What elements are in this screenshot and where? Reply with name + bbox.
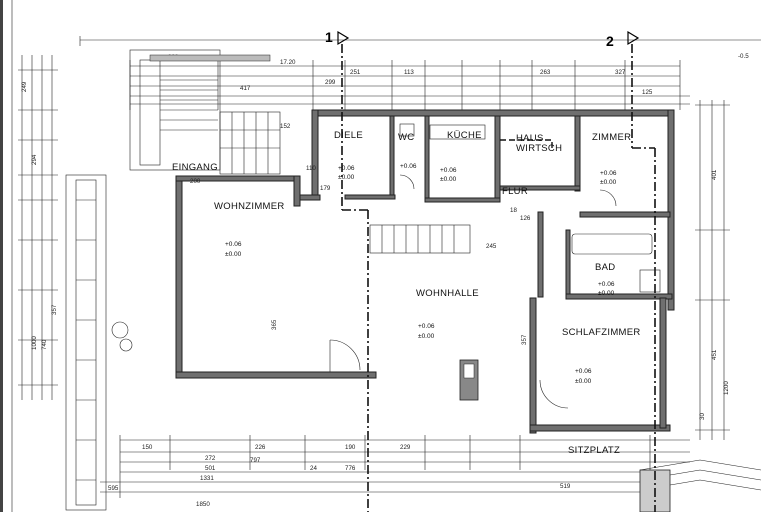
dim-l4: 740 <box>41 339 48 350</box>
dim-bottom-total: 1850 <box>196 501 210 508</box>
kitchen-counter <box>500 139 553 150</box>
level-schlaf: +0.06 <box>575 368 592 375</box>
dim-l1: 357 <box>51 304 58 315</box>
dim-b4: 1331 <box>200 475 214 482</box>
room-zimmer: ZIMMER <box>592 132 631 143</box>
level-kueche: +0.06 <box>440 167 457 174</box>
dim-i7: 110 <box>306 165 316 172</box>
level-wohnhalle: +0.06 <box>418 323 435 330</box>
room-wohnzimmer: WOHNZIMMER <box>214 201 285 212</box>
level-schlaf-b: ±0.00 <box>575 378 592 385</box>
dim-i3: 357 <box>521 334 528 345</box>
dim-t3: 113 <box>404 69 414 76</box>
dim-i9: 152 <box>280 123 291 130</box>
dim-r2: 451 <box>711 349 718 360</box>
room-kueche: KÜCHE <box>447 130 482 141</box>
room-bad: BAD <box>595 262 615 273</box>
dim-t8: 417 <box>240 85 251 92</box>
dim-b11: 190 <box>345 444 356 451</box>
dim-b3: 501 <box>205 465 216 472</box>
section-lines <box>337 30 656 512</box>
room-haus-2: WIRTSCH <box>516 143 562 154</box>
level-kueche-b: ±0.00 <box>440 176 457 183</box>
level-wohnhalle-b: ±0.00 <box>418 333 435 340</box>
bottom-dimension-chain: 150 272 501 1331 595 797 776 226 229 519… <box>100 435 690 508</box>
dim-right-total: 1200 <box>723 381 730 395</box>
dim-b6: 797 <box>250 457 261 464</box>
dim-r1: 401 <box>711 169 718 180</box>
level-diele: +0.06 <box>338 165 355 172</box>
dim-i4: 179 <box>320 185 331 192</box>
dim-b10: 519 <box>560 483 571 490</box>
dim-t2: 251 <box>350 69 361 76</box>
entrance-terrace <box>129 49 271 171</box>
walls <box>175 109 675 434</box>
dim-l2: 249 <box>21 81 28 92</box>
exterior-steps <box>639 459 761 512</box>
dim-edge: -0.5 <box>738 53 749 60</box>
room-sitzplatz: SITZPLATZ <box>568 445 620 456</box>
dim-b8: 226 <box>255 444 266 451</box>
bath-fixtures <box>399 123 661 293</box>
left-dimension-chain: 1000 357 249 294 740 <box>18 55 58 400</box>
room-diele: DIELE <box>334 130 363 141</box>
dim-b9: 229 <box>400 444 411 451</box>
dim-b12: 24 <box>310 465 317 472</box>
dim-i1: 245 <box>486 243 497 250</box>
room-haus-1: HAUS <box>516 133 544 144</box>
level-diele-b: ±0.00 <box>338 174 355 181</box>
level-wohnzimmer-b: ±0.00 <box>225 251 242 258</box>
dim-b2: 272 <box>205 455 216 462</box>
garden-strip <box>65 174 133 511</box>
dim-l3: 294 <box>31 154 38 165</box>
dim-left-total: 1000 <box>31 336 38 350</box>
level-wc: +0.06 <box>400 163 417 170</box>
paper-edge <box>0 0 3 512</box>
dim-i8: 200 <box>190 178 201 185</box>
dim-b5: 595 <box>108 485 119 492</box>
room-wohnhalle: WOHNHALLE <box>416 288 479 299</box>
dim-t5: 327 <box>615 69 626 76</box>
room-flur: FLUR <box>502 186 528 197</box>
dim-top-total: 17.20 <box>280 59 296 66</box>
dim-t4: 263 <box>540 69 551 76</box>
top-dimension-chain: 17.20 338 251 113 263 327 299 125 417 -0… <box>129 53 749 110</box>
level-bad: +0.06 <box>598 281 615 288</box>
dim-r3: 30 <box>699 413 706 420</box>
dim-t6: 299 <box>325 79 336 86</box>
level-bad-b: ±0.00 <box>598 290 615 297</box>
dim-b7: 776 <box>345 465 356 472</box>
room-eingang: EINGANG <box>172 162 218 173</box>
section-marker-1: 1 <box>325 29 333 45</box>
level-zimmer: +0.06 <box>600 170 617 177</box>
dim-i2: 365 <box>271 319 278 330</box>
stairs-upper <box>219 111 281 175</box>
door-swings <box>329 174 617 409</box>
room-wc: WC <box>398 132 414 143</box>
dim-t7: 125 <box>642 89 653 96</box>
dim-b1: 150 <box>142 444 153 451</box>
level-wohnzimmer: +0.06 <box>225 241 242 248</box>
annotation-notes <box>330 140 370 152</box>
dim-i6: 126 <box>520 215 531 222</box>
stairs-central <box>369 224 471 254</box>
section-marker-2: 2 <box>606 33 614 49</box>
right-dimension-chain: 1200 401 451 30 <box>695 100 730 440</box>
room-schlafzimmer: SCHLAFZIMMER <box>562 327 641 338</box>
dim-i5: 18 <box>510 207 517 214</box>
level-zimmer-b: ±0.00 <box>600 179 617 186</box>
